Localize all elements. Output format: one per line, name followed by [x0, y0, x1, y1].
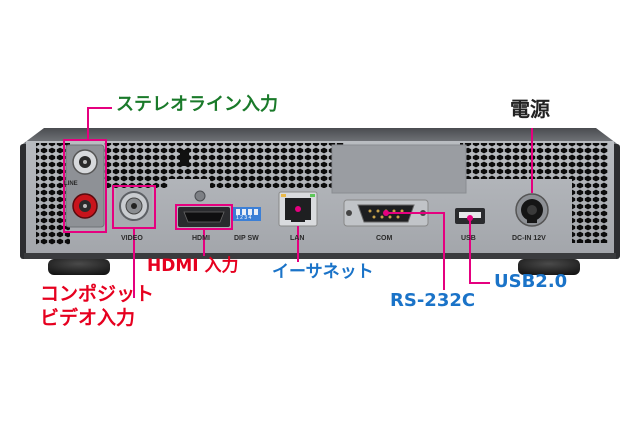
callout-ethernet: イーサネット	[272, 262, 374, 282]
port-label-dc-in: DC-IN 12V	[512, 235, 546, 242]
callout-power: 電源	[510, 97, 550, 121]
foot-left	[48, 259, 110, 275]
screw	[194, 190, 206, 202]
slide-switch	[180, 150, 189, 166]
callout-line-rs232c	[386, 212, 445, 290]
callout-hdmi-in: HDMI 入力	[147, 256, 239, 276]
port-label-lan: LAN	[290, 235, 305, 242]
callout-usb: USB2.0	[494, 271, 568, 292]
vent-mid-2	[210, 176, 344, 188]
case-bottom-edge	[24, 253, 616, 259]
label-plate	[331, 144, 467, 194]
callout-composite-line2: ビデオ入力	[40, 307, 136, 329]
callout-composite-line1: コンポジット	[40, 283, 155, 305]
callout-box-audio	[63, 139, 107, 233]
dip-numbers-label: 1 2 3 4	[236, 215, 252, 221]
port-label-line: LINE	[64, 181, 78, 187]
callout-line-usb	[469, 218, 490, 284]
port-label-video: VIDEO	[121, 235, 143, 242]
port-label-usb: USB	[461, 235, 476, 242]
vent-top-center	[104, 143, 344, 179]
port-label-com: COM	[376, 235, 393, 242]
callout-lines	[63, 107, 533, 298]
callout-line-stereo	[87, 107, 112, 140]
port-label-hdmi: HDMI	[192, 235, 210, 242]
port-label-dip-sw: DIP SW	[234, 235, 259, 242]
vent-right	[572, 143, 608, 243]
callout-rs232c: RS-232C	[390, 290, 476, 311]
foot-right	[518, 259, 580, 275]
callout-stereo-line-in: ステレオライン入力	[116, 94, 278, 115]
